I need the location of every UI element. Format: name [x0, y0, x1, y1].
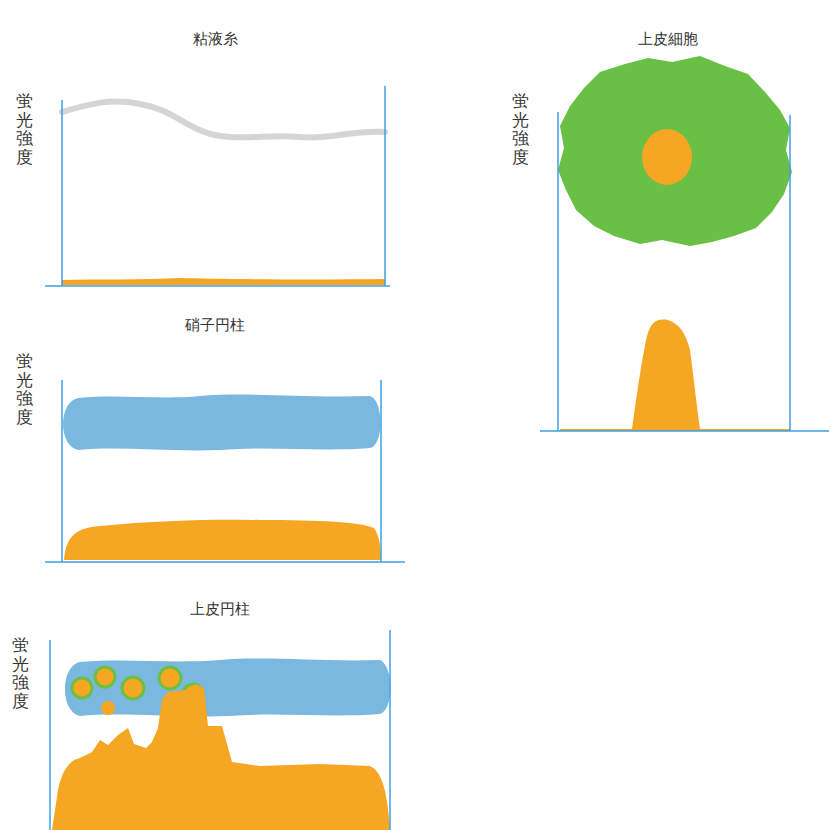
panel-title: 硝子円柱: [185, 316, 245, 335]
axis: [789, 115, 791, 431]
cell-body: [558, 56, 792, 246]
nucleus: [101, 701, 115, 715]
axis: [61, 380, 63, 562]
axis: [557, 112, 559, 431]
axis-label: 蛍光強度: [12, 636, 29, 711]
axis-label: 蛍光強度: [512, 92, 529, 167]
hyaline-cast-panel: [45, 380, 405, 562]
mucus-panel: [45, 86, 390, 286]
axis: [389, 630, 391, 830]
intensity-profile: [560, 320, 790, 431]
cast-body: [63, 395, 381, 451]
axis-label: 蛍光強度: [16, 352, 33, 427]
axis: [540, 430, 829, 432]
axis: [384, 86, 386, 286]
axis-label: 蛍光強度: [16, 92, 33, 167]
intensity-profile: [52, 684, 390, 830]
panel-title: 上皮細胞: [638, 30, 698, 49]
axis: [380, 380, 382, 562]
epithelial-cell-panel: [540, 56, 829, 431]
nucleus: [642, 129, 692, 185]
panel-title: 上皮円柱: [190, 600, 250, 619]
cast-body: [65, 659, 391, 717]
intensity-profile: [64, 520, 381, 560]
axis: [61, 100, 63, 286]
epithelial-cast-panel: [50, 630, 391, 830]
axis: [45, 561, 405, 563]
intensity-profile: [62, 278, 385, 285]
axis: [45, 285, 390, 287]
panel-title: 粘液糸: [193, 30, 238, 49]
axis: [49, 640, 51, 830]
mucus-thread: [62, 102, 385, 138]
